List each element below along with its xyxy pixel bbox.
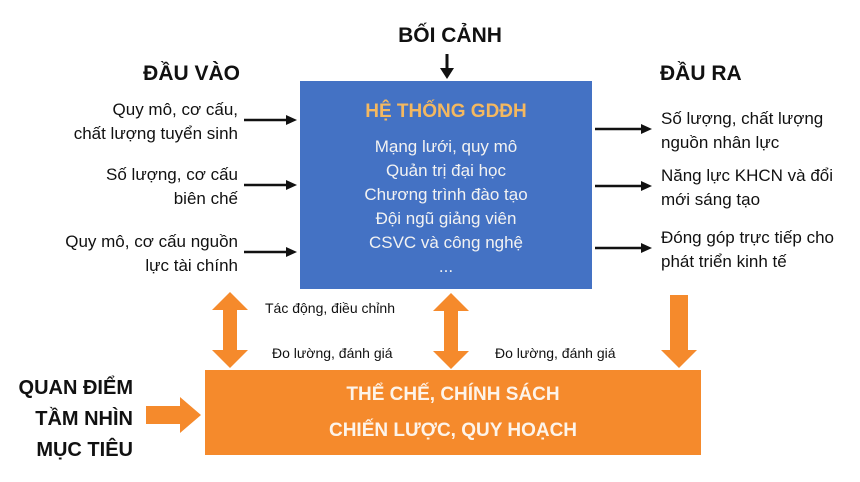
output-item-line: Năng lực KHCN và đổi xyxy=(661,166,834,185)
input-item-enrollment: Quy mô, cơ cấu, chất lượng tuyển sinh xyxy=(20,98,238,146)
input-item-line: biên chế xyxy=(173,189,238,208)
context-arrow-icon xyxy=(440,54,454,79)
vision-line: MỤC TIÊU xyxy=(36,439,133,461)
measure-evaluate-label-left: Đo lường, đánh giá xyxy=(272,345,393,361)
vision-line: QUAN ĐIỂM xyxy=(18,377,133,399)
policy-line: THỂ CHẾ, CHÍNH SÁCH xyxy=(346,384,560,405)
system-item: Đội ngũ giảng viên xyxy=(375,209,517,228)
output-item-human-resources: Số lượng, chất lượng nguồn nhân lực xyxy=(661,107,860,155)
output-item-line: Đóng góp trực tiếp cho xyxy=(661,228,834,247)
impact-adjust-label: Tác động, điều chỉnh xyxy=(265,300,395,316)
input-item-line: Số lượng, cơ cấu xyxy=(106,165,238,184)
output-item-line: phát triển kinh tế xyxy=(661,252,787,271)
system-item: Chương trình đào tạo xyxy=(364,185,528,204)
output-item-line: mới sáng tạo xyxy=(661,190,761,209)
output-item-economic-contribution: Đóng góp trực tiếp cho phát triển kinh t… xyxy=(661,226,860,274)
system-item: CSVC và công nghệ xyxy=(368,233,524,252)
system-title: HỆ THỐNG GDĐH xyxy=(365,101,527,122)
vision-arrow-icon xyxy=(146,397,201,433)
system-item: ... xyxy=(438,257,454,276)
context-label: BỐI CẢNH xyxy=(398,24,502,47)
inputs-heading: ĐẦU VÀO xyxy=(143,62,240,85)
higher-education-system-box: HỆ THỐNG GDĐH Mạng lưới, quy mô Quản trị… xyxy=(300,81,592,289)
system-item: Quản trị đại học xyxy=(385,161,506,180)
input-arrow-icon xyxy=(244,247,297,257)
output-item-line: Số lượng, chất lượng xyxy=(661,109,824,128)
output-arrow-icon xyxy=(595,243,652,253)
strategy-line: CHIẾN LƯỢC, QUY HOẠCH xyxy=(328,420,578,441)
double-arrow-center-icon xyxy=(433,293,469,369)
input-item-line: Quy mô, cơ cấu nguồn xyxy=(65,232,238,251)
input-item-line: lực tài chính xyxy=(145,256,238,275)
output-item-line: nguồn nhân lực xyxy=(661,133,780,152)
input-item-line: Quy mô, cơ cấu, xyxy=(112,100,238,119)
system-components: Mạng lưới, quy mô Quản trị đại học Chươn… xyxy=(300,135,592,279)
policy-strategy-box: THỂ CHẾ, CHÍNH SÁCH CHIẾN LƯỢC, QUY HOẠC… xyxy=(205,370,701,455)
input-item-staffing: Số lượng, cơ cấu biên chế xyxy=(20,163,238,211)
output-item-science-innovation: Năng lực KHCN và đổi mới sáng tạo xyxy=(661,164,860,212)
outputs-heading: ĐẦU RA xyxy=(660,62,742,85)
double-arrow-left-icon xyxy=(212,292,248,368)
input-item-finance: Quy mô, cơ cấu nguồn lực tài chính xyxy=(10,230,238,278)
output-arrow-icon xyxy=(595,124,652,134)
measure-evaluate-label-right: Đo lường, đánh giá xyxy=(495,345,616,361)
vision-labels: QUAN ĐIỂM TẦM NHÌN MỤC TIÊU xyxy=(0,373,133,466)
system-item: Mạng lưới, quy mô xyxy=(374,137,518,156)
input-item-line: chất lượng tuyển sinh xyxy=(73,124,238,143)
input-arrow-icon xyxy=(244,180,297,190)
output-arrow-icon xyxy=(595,181,652,191)
input-arrow-icon xyxy=(244,115,297,125)
down-arrow-right-icon xyxy=(661,295,697,368)
vision-line: TẦM NHÌN xyxy=(35,408,133,430)
